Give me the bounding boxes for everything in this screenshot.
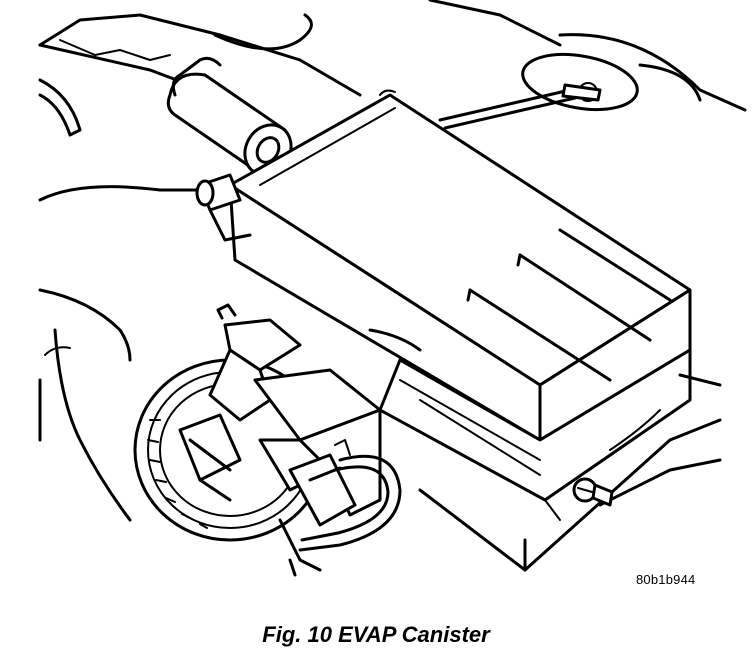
line-drawing xyxy=(38,0,747,577)
evap-canister-illustration xyxy=(38,0,747,577)
figure-reference-code: 80b1b944 xyxy=(636,572,696,587)
evap-canister xyxy=(195,89,692,521)
background-panels xyxy=(38,0,747,522)
vent-hose xyxy=(438,52,639,130)
purge-solenoid xyxy=(133,303,402,577)
figure-caption: Fig. 10 EVAP Canister xyxy=(262,622,490,647)
mounting-bracket xyxy=(368,328,722,572)
